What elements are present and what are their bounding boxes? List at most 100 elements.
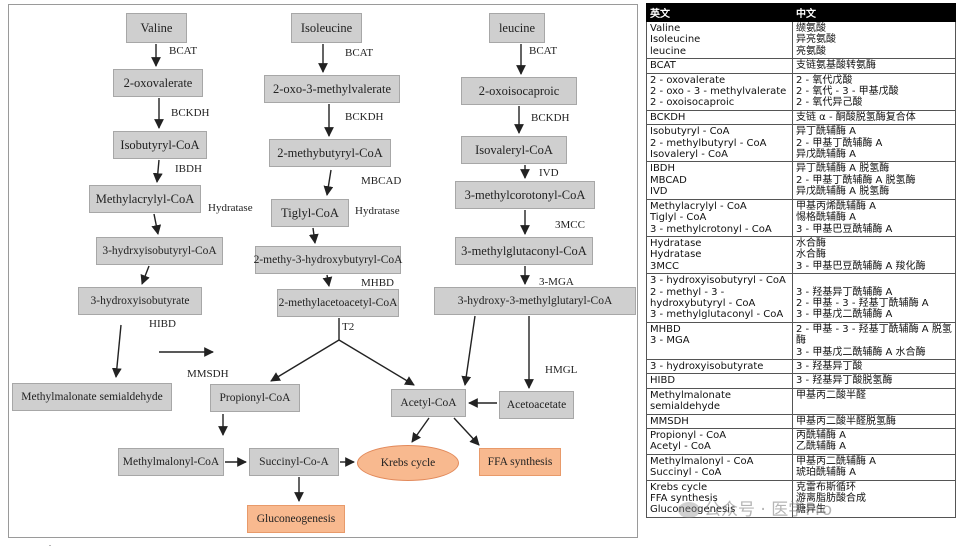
enzyme-t2: T2 [342, 321, 355, 333]
legend-cell-zh: 缬氨酸异亮氨酸亮氨酸 [792, 20, 956, 60]
legend-term-en: hydroxybutyryl - CoA [650, 297, 756, 309]
legend-term-en: Krebs cycle [650, 481, 708, 493]
legend-term-zh: 支链 α - 酮酸脱氢酶复合体 [796, 111, 916, 123]
legend-term-en: 2 - oxo - 3 - methylvalerate [650, 86, 787, 98]
legend-term-zh: 3 - 羟基异丁酸 [796, 360, 863, 372]
legend-term-en: Methylmalonyl - CoA [650, 455, 754, 467]
arrow-t2-to-propionyl [270, 339, 340, 382]
node-hmg-coa: 3-hydroxy-3-methylglutaryl-CoA [434, 287, 636, 315]
enzyme-mbcad: MBCAD [361, 175, 402, 187]
legend-cell-en: MMSDH [646, 413, 793, 430]
arrow-methylbutyryl-to-tiglyl [323, 169, 334, 196]
legend-term-zh: 异戊酰辅酶 A [796, 149, 857, 161]
arrow-isobutyryl-to-methylacrylyl [152, 159, 163, 183]
legend-term-en: HIBD [650, 375, 676, 387]
arrow-hydroxyisobutyrate-to-semialdehyde [111, 324, 122, 378]
enzyme-mhbd: MHBD [361, 277, 395, 289]
legend-term-en: Hydratase [650, 249, 702, 261]
node-methylacrylyl-coa: Methylacrylyl-CoA [89, 185, 201, 213]
legend-term-en: Propionyl - CoA [650, 430, 727, 441]
arrow-acetyl-to-ffa [453, 417, 480, 446]
legend-cell-zh: 支链 α - 酮酸脱氢酶复合体 [792, 109, 956, 126]
legend-term-en: 2 - methylbutyryl - CoA [650, 137, 767, 149]
node-oxomethylvalerate: 2-oxo-3-methylvalerate [264, 75, 400, 103]
legend-term-zh: 水合酶 [796, 237, 826, 249]
enzyme-bcat-isoleucine: BCAT [345, 47, 374, 59]
legend-term-en: semialdehyde [650, 401, 721, 413]
legend-term-zh: 游离脂肪酸合成 [796, 493, 866, 505]
legend-term-en: MMSDH [650, 415, 689, 427]
legend-term-zh: 酶 [796, 335, 806, 347]
legend-term-en: Isovaleryl - CoA [650, 149, 728, 161]
node-ffa-synthesis: FFA synthesis [479, 448, 561, 476]
arrow-layer [111, 44, 534, 502]
node-acetoacetate: Acetoacetate [499, 391, 574, 419]
legend-term-en: 2 - oxoisocaproic [650, 97, 735, 109]
node-methylglutaconyl-coa: 3-methylglutaconyl-CoA [455, 237, 593, 265]
legend-term-en: Acetyl - CoA [650, 441, 711, 453]
legend-term-zh: 异戊酰辅酶 A 脱氢酶 [796, 186, 890, 198]
legend-term-zh: 琥珀酰辅酶 A [796, 467, 857, 479]
node-propionyl-coa: Propionyl-CoA [210, 384, 300, 412]
node-leucine: leucine [489, 13, 545, 43]
legend-term-zh: 糖异生 [796, 504, 826, 516]
legend-term-zh: 2 - 氧代异己酸 [796, 97, 863, 109]
legend-term-en: FFA synthesis [650, 493, 718, 505]
legend-term-en: Methylmalonate [650, 389, 732, 401]
enzyme-mmsdh: MMSDH [187, 368, 229, 380]
node-oxoisocaproic: 2-oxoisocaproic [461, 77, 577, 105]
node-isovaleryl-coa: Isovaleryl-CoA [461, 136, 567, 164]
legend-term-en: 3 - MGA [650, 335, 690, 347]
legend-term-zh: 乙酰辅酶 A [796, 441, 847, 453]
legend-term-en: Isoleucine [650, 34, 701, 46]
legend-header-en: 英文 [646, 3, 793, 22]
legend-header-row: 英文 中文 [646, 3, 956, 22]
watermark: 公众号 · 医学Pro [678, 495, 832, 520]
arrow-hydroxyisobutyryl-to-hydroxyisobutyrate [140, 265, 150, 285]
wechat-icon [678, 502, 700, 518]
legend-term-en: Valine [650, 23, 681, 34]
legend-term-zh: 缬氨酸 [796, 23, 826, 34]
node-hydroxyisobutyryl-coa: 3-hydrxyisobutyryl-CoA [96, 237, 223, 265]
legend-row: BCKDH 支链 α - 酮酸脱氢酶复合体 [646, 109, 956, 126]
legend-term-zh: 甲基丙二酰辅酶 A [796, 455, 877, 467]
legend-term-en: BCKDH [650, 111, 686, 123]
legend-term-zh: 亮氨酸 [796, 45, 826, 57]
enzyme-bcat-valine: BCAT [169, 45, 198, 57]
legend-term-en [650, 347, 789, 358]
pathway-diagram: Valine 2-oxovalerate Isobutyryl-CoA Meth… [8, 4, 638, 548]
legend-term-zh [796, 275, 952, 286]
enzyme-hmgl: HMGL [545, 364, 578, 376]
legend-term-zh: 3 - 甲基巴豆酰辅酶 A [796, 223, 893, 235]
legend-term-en: MBCAD [650, 174, 687, 186]
node-tiglyl-coa: Tiglyl-CoA [271, 199, 349, 227]
node-gluconeogenesis: Gluconeogenesis [247, 505, 345, 533]
enzyme-3mcc: 3MCC [555, 219, 585, 231]
node-methylmalonyl-coa: Methylmalonyl-CoA [118, 448, 224, 476]
legend-term-zh: 支链氨基酸转氨酶 [796, 60, 876, 72]
legend-term-en: 3 - hydroxyisobutyryl - CoA [650, 275, 786, 287]
legend-term-en: IBDH [650, 163, 676, 175]
legend-term-en: Tiglyl - CoA [650, 212, 707, 224]
legend-cell-zh: 甲基丙二酸半醛 [792, 387, 956, 415]
node-methylbutyryl-coa: 2-methybutyryl-CoA [269, 139, 391, 167]
legend-cell-en: 3 - hydroxyisobutyrate [646, 358, 793, 375]
legend-term-en: Hydratase [650, 237, 702, 249]
